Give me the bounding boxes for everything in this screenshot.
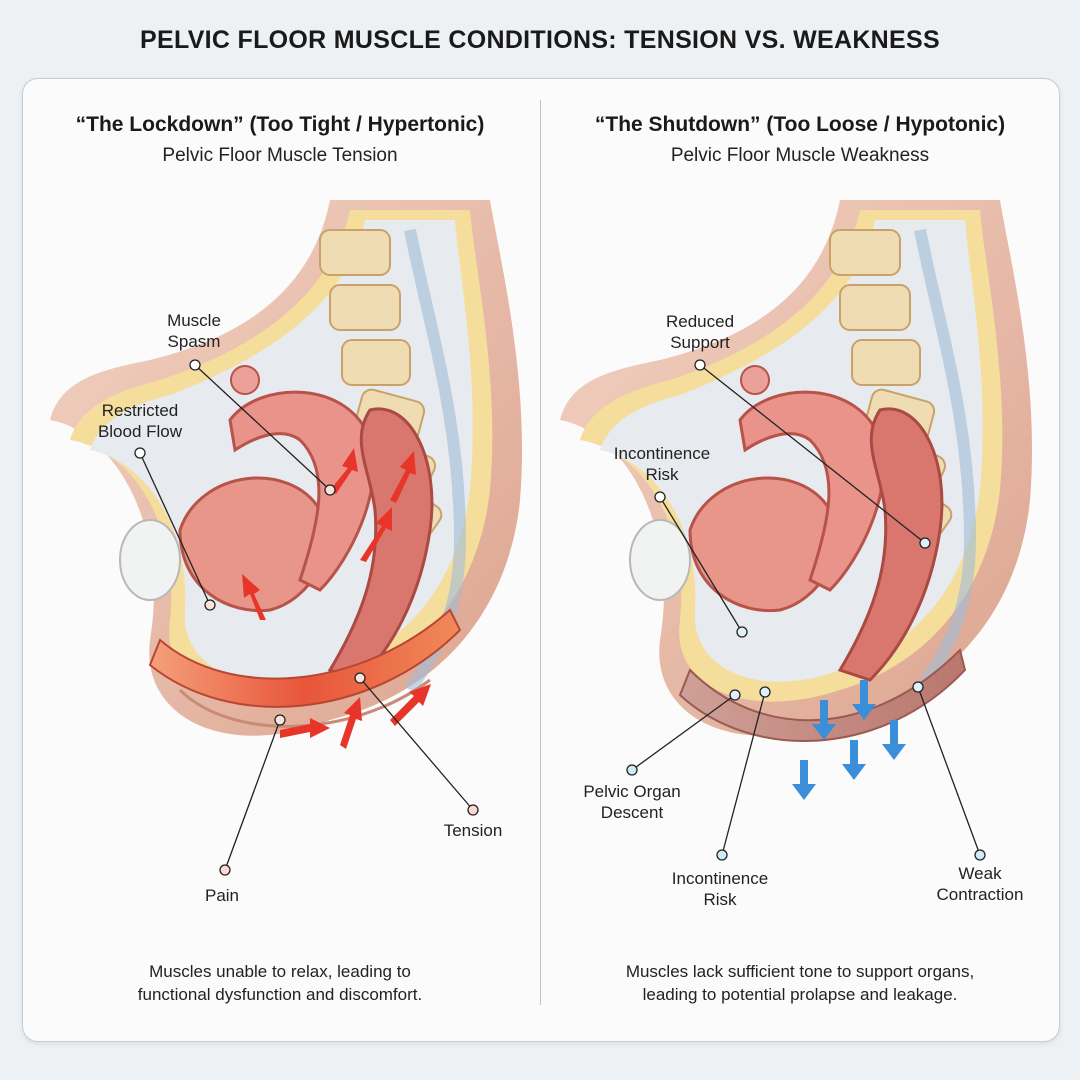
tension-arrows bbox=[242, 448, 431, 749]
label-restricted-blood-flow: Restricted Blood Flow bbox=[98, 400, 182, 442]
right-caption: Muscles lack sufficient tone to support … bbox=[550, 960, 1050, 1006]
label-line: Support bbox=[670, 333, 730, 352]
label-line: Weak bbox=[958, 864, 1002, 883]
left-heading: “The Lockdown” (Too Tight / Hypertonic) bbox=[75, 113, 485, 136]
label-weak-contraction: Weak Contraction bbox=[937, 863, 1024, 905]
label-line: Reduced bbox=[665, 312, 735, 331]
label-line: Descent bbox=[600, 803, 664, 822]
label-line: Blood Flow bbox=[97, 422, 183, 441]
label-line: Restricted bbox=[101, 401, 179, 420]
label-pelvic-organ-descent: Pelvic Organ Descent bbox=[583, 781, 680, 823]
label-line: Incontinence bbox=[671, 869, 769, 888]
left-caption: Muscles unable to relax, leading to func… bbox=[30, 960, 530, 1006]
label-muscle-spasm: Muscle Spasm bbox=[167, 310, 221, 352]
label-line: Risk bbox=[645, 465, 679, 484]
left-callout-dots bbox=[134, 359, 479, 876]
left-callouts bbox=[139, 364, 474, 871]
caption-line: Muscles unable to relax, leading to bbox=[149, 962, 411, 981]
caption-line: leading to potential prolapse and leakag… bbox=[642, 985, 958, 1004]
tense-muscle-band bbox=[148, 608, 462, 708]
caption-line: Muscles lack sufficient tone to support … bbox=[625, 962, 975, 981]
panel-divider bbox=[540, 100, 541, 1005]
weak-muscle-band bbox=[678, 648, 967, 742]
right-panel-header: “The Shutdown” (Too Loose / Hypotonic) P… bbox=[550, 113, 1050, 167]
label-line: Muscle bbox=[167, 311, 221, 330]
right-anatomy bbox=[560, 200, 1032, 800]
descent-arrows bbox=[792, 680, 906, 800]
caption-line: functional dysfunction and discomfort. bbox=[137, 985, 423, 1004]
left-anatomy bbox=[50, 200, 522, 749]
label-line: Incontinence bbox=[613, 444, 711, 463]
right-callouts bbox=[631, 364, 981, 856]
label-tension: Tension bbox=[443, 821, 503, 840]
right-subheading: Pelvic Floor Muscle Weakness bbox=[670, 145, 930, 166]
page-title: PELVIC FLOOR MUSCLE CONDITIONS: TENSION … bbox=[140, 26, 940, 54]
label-line: Spasm bbox=[167, 332, 221, 351]
label-line: Pelvic Organ bbox=[583, 782, 681, 801]
left-panel-header: “The Lockdown” (Too Tight / Hypertonic) … bbox=[30, 113, 530, 167]
label-pain: Pain bbox=[204, 886, 240, 905]
label-incontinence-risk-upper: Incontinence Risk bbox=[614, 443, 710, 485]
right-heading: “The Shutdown” (Too Loose / Hypotonic) bbox=[594, 113, 1006, 136]
label-incontinence-risk-lower: Incontinence Risk bbox=[672, 868, 768, 910]
label-reduced-support: Reduced Support bbox=[666, 311, 734, 353]
label-line: Contraction bbox=[936, 885, 1024, 904]
left-subheading: Pelvic Floor Muscle Tension bbox=[162, 145, 398, 166]
label-line: Risk bbox=[703, 890, 737, 909]
right-callout-dots bbox=[626, 359, 986, 861]
